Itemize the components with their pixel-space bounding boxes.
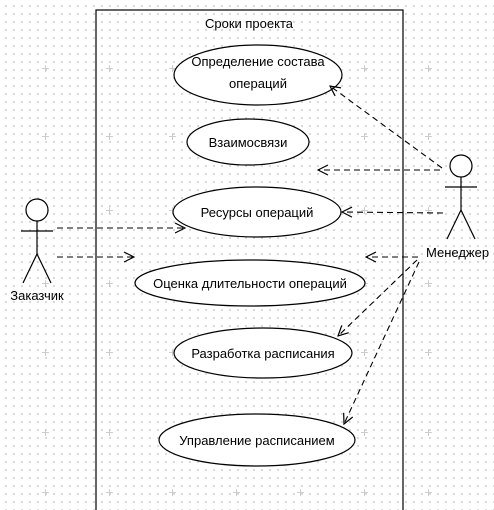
grid-plus-marker: + <box>359 130 370 143</box>
use-case-schedule-development-label: Разработка расписания <box>191 346 334 361</box>
actor-manager-left-leg <box>446 209 462 240</box>
use-case-duration-estimation-label: Оценка длительности операций <box>153 276 347 291</box>
use-case-relationships-ellipse[interactable] <box>186 118 310 166</box>
actor-manager-right-leg <box>460 209 476 240</box>
grid-plus-marker: + <box>167 346 178 359</box>
actor-customer-head <box>25 198 49 222</box>
grid-plus-marker: + <box>423 62 434 75</box>
grid-plus-marker: + <box>104 62 115 75</box>
grid-plus-marker: + <box>40 62 51 75</box>
associations <box>57 86 444 424</box>
use-case-schedule-control-ellipse[interactable] <box>158 413 356 467</box>
use-case-relationships[interactable]: Взаимосвязи <box>186 118 310 166</box>
system-boundary: Сроки проекта <box>95 9 404 510</box>
actor-manager-label: Менеджер <box>426 245 489 260</box>
use-case-operation-resources[interactable]: Ресурсы операций <box>172 186 342 238</box>
grid-plus-marker: + <box>359 62 370 75</box>
grid-plus-marker: + <box>423 277 434 290</box>
use-case-schedule-control-label: Управление расписанием <box>179 433 335 448</box>
grid-plus-marker: + <box>423 204 434 217</box>
manager-to-define-operations-arrow <box>330 86 443 169</box>
grid-plus-marker: + <box>40 346 51 359</box>
use-case-duration-estimation[interactable]: Оценка длительности операций <box>134 259 366 307</box>
actor-customer-label: Заказчик <box>10 288 64 303</box>
actor-manager[interactable]: Менеджер <box>426 154 489 260</box>
grid-plus-marker: + <box>423 486 434 499</box>
grid-plus-marker: + <box>295 486 306 499</box>
grid-plus-marker: + <box>104 130 115 143</box>
grid-plus-marker: + <box>167 486 178 499</box>
grid-plus-marker: + <box>104 426 115 439</box>
grid-plus-marker: + <box>423 426 434 439</box>
grid-plus-marker: + <box>104 486 115 499</box>
use-case-relationships-label: Взаимосвязи <box>209 135 288 150</box>
manager-to-resources-arrow <box>342 212 444 213</box>
use-case-schedule-development-ellipse[interactable] <box>173 327 353 379</box>
use-case-define-operations-ellipse[interactable] <box>173 44 343 106</box>
grid-plus-marker: + <box>104 346 115 359</box>
grid-plus-marker: + <box>359 426 370 439</box>
grid-plus-marker: + <box>167 204 178 217</box>
actor-customer-right-leg <box>36 253 52 284</box>
use-case-define-operations-label-line1: Определение состава <box>191 54 325 69</box>
grid-plus-marker: + <box>231 486 242 499</box>
actor-customer[interactable]: Заказчик <box>10 198 64 303</box>
system-boundary-title: Сроки проекта <box>205 16 294 31</box>
grid-plus-marker: + <box>359 346 370 359</box>
grid-plus-marker: + <box>359 204 370 217</box>
use-case-schedule-control[interactable]: Управление расписанием <box>158 413 356 467</box>
use-case-define-operations-label-line2: операций <box>229 76 287 91</box>
grid-plus-marker: + <box>40 277 51 290</box>
system-boundary-rect <box>95 9 404 510</box>
use-case-define-operations[interactable]: Определение состава операций <box>173 44 343 106</box>
grid-plus-marker: + <box>167 130 178 143</box>
grid-plus-marker: + <box>423 346 434 359</box>
actor-manager-head <box>449 154 473 178</box>
grid-plus-marker: + <box>104 204 115 217</box>
manager-to-schedule-development-arrow <box>338 259 418 336</box>
actor-customer-left-leg <box>22 253 38 284</box>
grid-plus-marker: + <box>167 62 178 75</box>
grid-plus-marker: + <box>104 277 115 290</box>
grid-plus-marker: + <box>40 426 51 439</box>
grid-plus-marker: + <box>359 486 370 499</box>
use-case-operation-resources-label: Ресурсы операций <box>201 205 314 220</box>
grid-plus-marker: + <box>40 130 51 143</box>
use-case-schedule-development[interactable]: Разработка расписания <box>173 327 353 379</box>
grid-plus-marker: + <box>40 486 51 499</box>
use-case-duration-estimation-ellipse[interactable] <box>134 259 366 307</box>
grid-plus-marker: + <box>423 130 434 143</box>
